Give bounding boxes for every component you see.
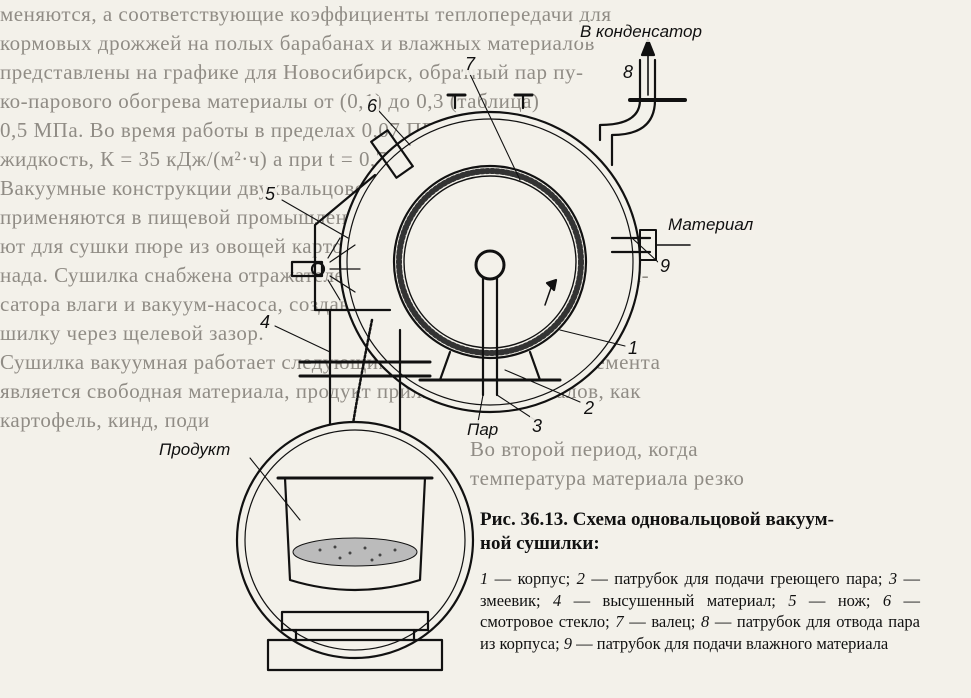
legend-number: 5 xyxy=(788,590,797,610)
background-text-line: ко-парового обогрева материалы от (0,1) … xyxy=(0,89,540,113)
sight-glass xyxy=(370,129,414,179)
legend-number: 9 xyxy=(563,633,573,653)
background-text-line: Во второй период, когда xyxy=(470,437,699,461)
background-text-line: картофель, кинд, поди xyxy=(0,408,210,432)
callout-5: 5 xyxy=(263,184,278,205)
callout-2: 2 xyxy=(582,398,597,419)
legend-text: — нож; xyxy=(796,590,883,610)
label-material: Материал xyxy=(666,215,756,235)
legend-text: — змеевик; xyxy=(480,569,920,610)
background-text-line: представлены на графике для Новосибирск,… xyxy=(0,60,584,84)
callout-7: 7 xyxy=(463,54,478,75)
legend-text: — патрубок для отвода пара из корпуса; xyxy=(480,612,920,653)
legend-text: — патрубок для подачи греющего пара; xyxy=(584,569,889,588)
housing-body xyxy=(338,110,642,414)
label-condenser: В конденсатор xyxy=(578,22,704,42)
legend-number: 1 xyxy=(480,569,489,588)
background-text-line: кормовых дрожжей на полых барабанах и вл… xyxy=(0,31,595,55)
legend-text: — корпус; xyxy=(488,569,577,588)
legend-number: 8 xyxy=(700,612,710,631)
figure-caption-title: Рис. 36.13. Схема одновальцовой вакуум- … xyxy=(480,508,940,556)
drum-roller xyxy=(392,164,588,360)
callout-1: 1 xyxy=(626,338,641,359)
callout-9: 9 xyxy=(658,256,673,277)
legend-text: — патрубок для подачи влажного материала xyxy=(572,633,889,653)
background-text-line: меняются, а соответствующие коэффициенты… xyxy=(0,2,612,26)
background-text-line: температура материала резко xyxy=(470,466,745,490)
callout-3: 3 xyxy=(530,416,545,437)
callout-6: 6 xyxy=(365,96,380,117)
legend-text: — высушенный материал; xyxy=(561,590,789,610)
label-steam: Пар xyxy=(465,420,501,440)
legend-number: 6 xyxy=(882,590,892,610)
label-product: Продукт xyxy=(157,440,233,460)
legend-number: 3 xyxy=(888,569,898,588)
background-text-line: шилку через щелевой зазор. xyxy=(0,321,265,345)
legend-number: 4 xyxy=(553,590,562,610)
callout-8: 8 xyxy=(621,62,636,83)
callout-4: 4 xyxy=(258,312,273,333)
legend-text: — смотровое стекло; xyxy=(480,590,920,632)
figure-caption-legend: 1 — корпус; 2 — патрубок для подачи грею… xyxy=(480,568,920,654)
knife-housing xyxy=(313,173,392,312)
steam-coil xyxy=(474,249,506,281)
legend-text: — валец; xyxy=(623,612,701,631)
product-container xyxy=(283,476,427,592)
legend-number: 7 xyxy=(615,612,624,631)
legend-number: 2 xyxy=(576,569,585,588)
